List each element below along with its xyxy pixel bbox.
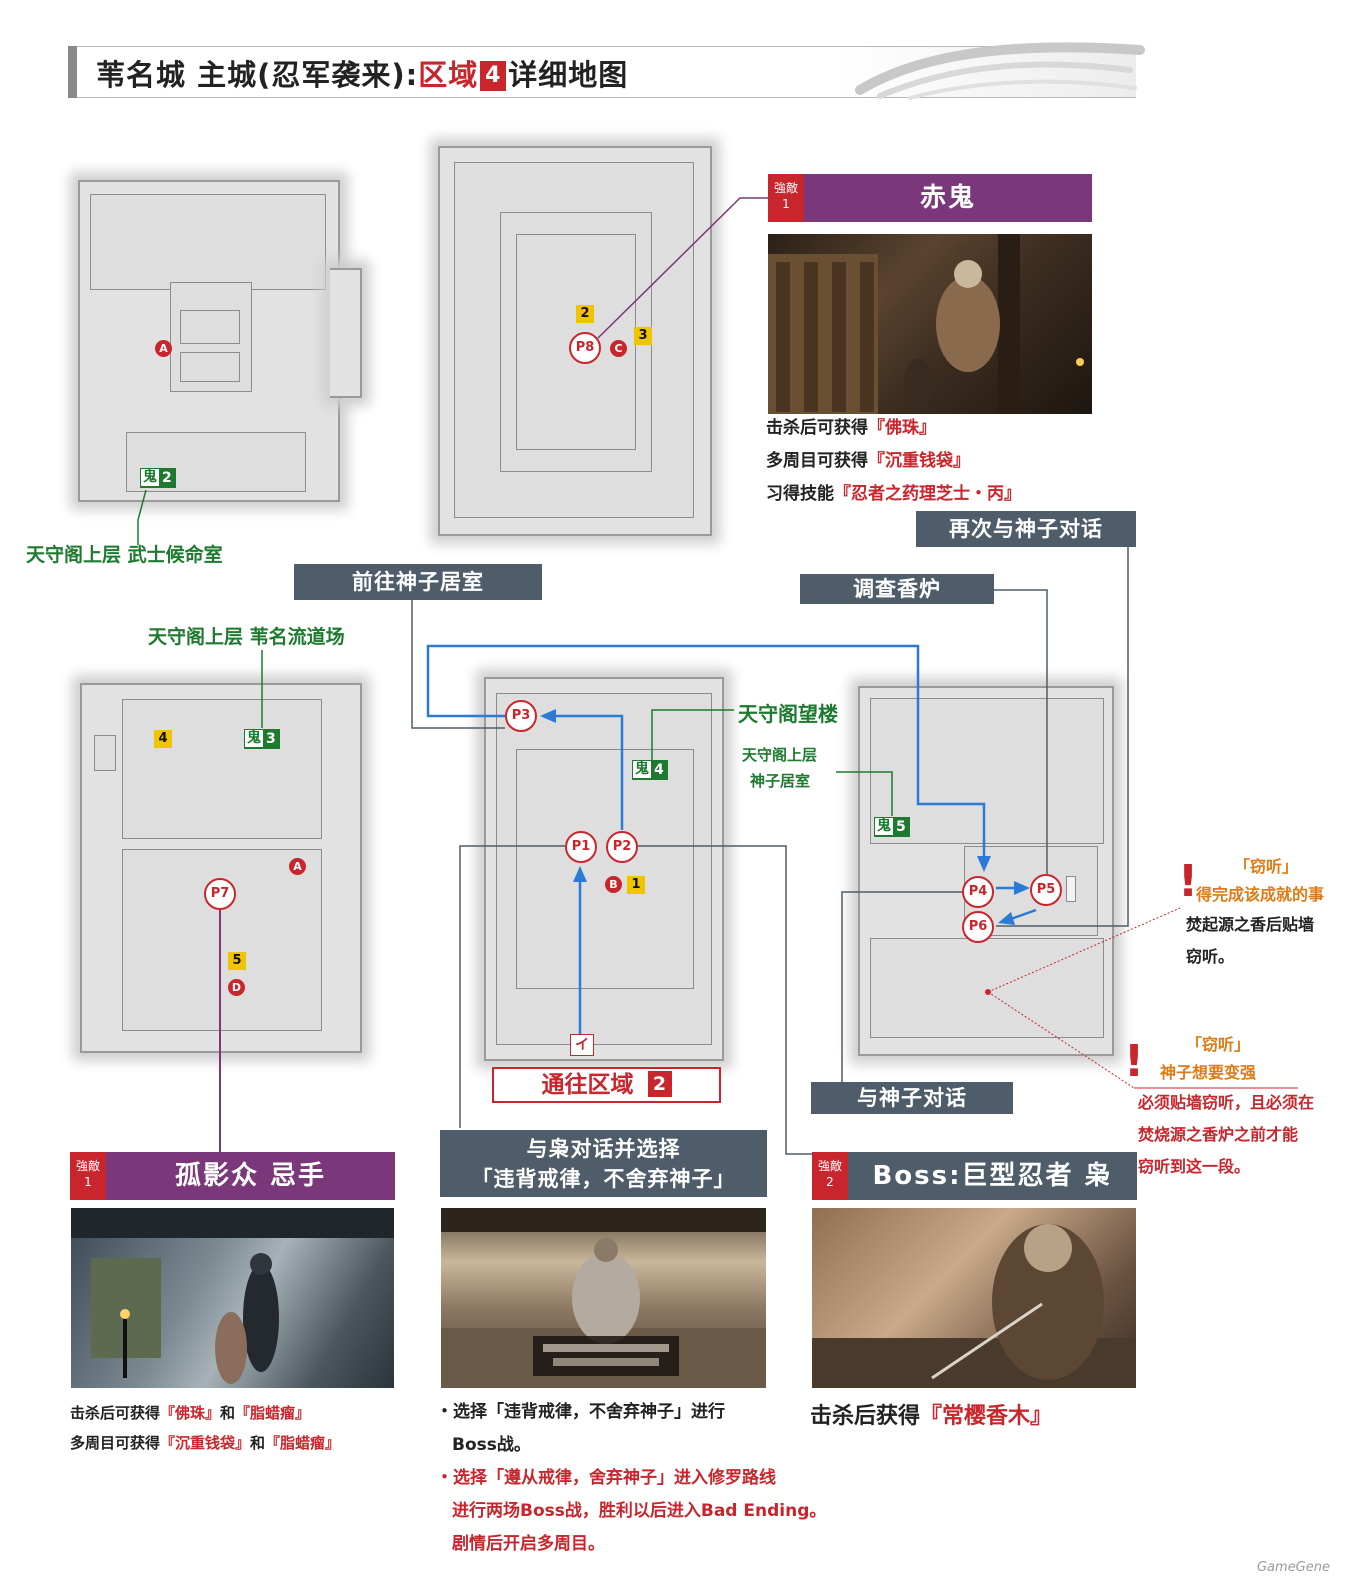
eavesdrop-2-line1: 必须贴墙窃听，且必须在 [1138,1093,1315,1112]
point-marker-p3: P3 [505,700,537,732]
title-suffix: 详细地图 [508,58,629,92]
map-upper-samurai-room [78,180,340,502]
owl-reward: 击杀后获得『常樱香木』 [810,1404,1053,1429]
akaoni-reward-2: 多周目可获得『沉重钱袋』 [766,451,970,471]
akaoni-reward-1: 击杀后可获得『佛珠』 [766,418,936,438]
akaoni-screenshot [768,234,1092,414]
incense-burner-icon [1066,876,1076,902]
owl-choice-bullet-2-line3: 剧情后开启多周目。 [452,1534,605,1554]
boss-name-lone-shadow: 孤影众 忌手 [106,1152,395,1200]
location-marker-a-dojo: A [289,858,306,875]
point-marker-p2: P2 [606,831,638,863]
label-kamiko-room-line1: 天守阁上层 [742,746,818,764]
watermark: GameGene [1256,1560,1330,1575]
location-marker-d: D [228,979,245,996]
title-prefix: 苇名城 主城(忍军袭来): [96,58,419,92]
owl-choice-bullet-1-line2: Boss战。 [452,1435,531,1455]
owl-choice-screenshot [441,1208,766,1388]
owl-choice-scene-art [441,1208,766,1388]
lone-shadow-reward-2: 多周目可获得『沉重钱袋』和『脂蜡瘤』 [70,1434,341,1452]
label-upper-samurai-room: 天守阁上层 武士候命室 [26,544,223,566]
item-marker-3: 3 [634,327,652,345]
route-zone-number: 2 [647,1071,672,1097]
title-zone-number: 4 [480,61,507,91]
owl-choice-bullet-2-line1: ・选择「遵从戒律，舍弃神子」进入修罗路线 [436,1468,776,1488]
label-watchtower: 天守阁望楼 [738,702,838,726]
eavesdrop-2-line2: 焚烧源之香炉之前才能 [1138,1125,1299,1144]
eavesdrop-2-subtitle: 神子想要变强 [1160,1063,1257,1082]
owl-screenshot [812,1208,1136,1388]
route-marker-i: イ [570,1034,594,1056]
point-marker-p7: P7 [204,878,236,910]
action-talk-kamiko: 与神子对话 [811,1082,1013,1114]
eavesdrop-1-achievement: 得完成该成就的事 [1196,885,1325,904]
route-to-zone-label: 通往区域 [541,1072,634,1098]
lone-shadow-scene-art [71,1208,394,1384]
label-kamiko-room-line2: 神子居室 [750,772,811,790]
location-marker-c: C [610,340,627,357]
eavesdrop-1-line1: 焚起源之香后贴墙 [1186,915,1315,934]
action-owl-choice: 与枭对话并选择 「违背戒律，不舍弃神子」 [440,1130,767,1197]
point-marker-p4: P4 [962,876,994,908]
ink-brush-decoration [855,42,1145,100]
point-marker-p5: P5 [1030,874,1062,906]
map-watchtower [484,677,724,1061]
route-to-zone-2: 通往区域 2 [492,1067,721,1103]
label-upper-dojo: 天守阁上层 苇名流道场 [148,626,345,648]
eavesdrop-1-line2: 窃听。 [1186,947,1235,966]
item-marker-1: 1 [627,876,645,894]
akaoni-scene-art [768,234,1084,414]
header-accent-bar [68,46,77,98]
point-marker-p6: P6 [962,911,994,943]
boss-name-owl: Boss:巨型忍者 枭 [848,1152,1137,1200]
location-marker-b: B [605,876,622,893]
eavesdrop-1-title: 「窃听」 [1234,857,1299,876]
owl-choice-line1: 与枭对话并选择 [526,1137,681,1161]
akaoni-reward-3: 习得技能『忍者之药理芝士・丙』 [766,484,1021,504]
alert-icon-eavesdrop-1: ! [1178,856,1199,907]
owl-choice-bullet-1-line1: ・选择「违背戒律，不舍弃神子」进行 [436,1402,725,1422]
item-marker-5: 5 [228,952,246,970]
map-kamiko-room [858,686,1114,1056]
point-marker-p1: P1 [565,831,597,863]
lone-shadow-reward-1: 击杀后可获得『佛珠』和『脂蜡瘤』 [70,1404,311,1422]
owl-choice-bullet-2-line2: 进行两场Boss战，胜利以后进入Bad Ending。 [452,1501,827,1521]
map-upper-samurai-room-annex [330,268,362,398]
item-marker-2: 2 [576,305,594,323]
eavesdrop-2-line3: 窃听到这一段。 [1138,1157,1251,1176]
alert-icon-eavesdrop-2: ! [1124,1036,1145,1087]
title-zone: 区域 [418,58,479,92]
owl-scene-art [812,1224,1136,1388]
boss-name-akaoni: 赤鬼 [804,174,1092,222]
action-talk-kamiko-again: 再次与神子对话 [916,511,1136,547]
item-marker-4: 4 [154,730,172,748]
lone-shadow-screenshot [71,1208,394,1388]
eavesdrop-2-title: 「窃听」 [1186,1035,1251,1054]
point-marker-p8: P8 [569,332,601,364]
action-go-kamiko-room: 前往神子居室 [294,564,542,600]
location-marker-a: A [155,340,172,357]
action-investigate-censer: 调查香炉 [800,574,994,604]
owl-choice-line2: 「违背戒律，不舍弃神子」 [471,1167,736,1191]
